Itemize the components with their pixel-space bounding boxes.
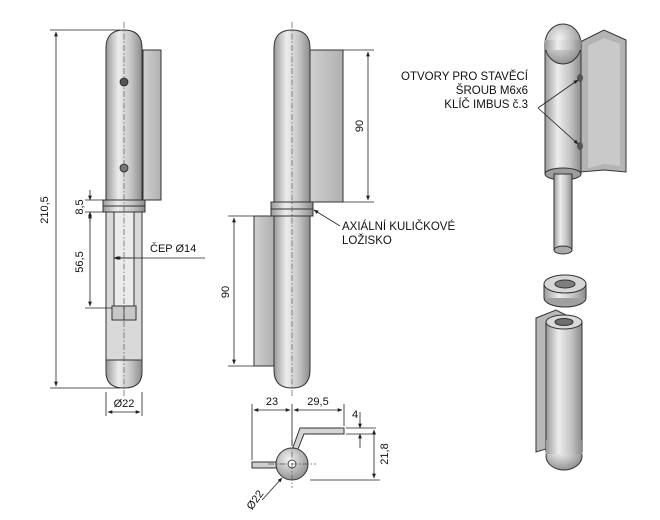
dimension-lines-view1 <box>50 29 205 416</box>
plan-width-2-label: 29,5 <box>307 396 328 408</box>
plan-dia-label: Ø22 <box>245 488 267 512</box>
holes-note-line3: KLÍČ IMBUS č.3 <box>444 98 528 111</box>
leaf-height-top-label: 90 <box>354 120 366 132</box>
holes-note-line2: ŠROUB M6x6 <box>456 84 528 97</box>
total-height-label: 210,5 <box>39 196 51 224</box>
pin-dia-label: ČEP Ø14 <box>150 242 196 255</box>
leaf-height-bottom-label: 90 <box>220 286 232 298</box>
bearing-note-line1: AXIÁLNÍ KULIČKOVÉ <box>342 220 455 233</box>
pin-length-label: 56,5 <box>74 251 86 272</box>
dimension-lines-view2 <box>228 49 374 367</box>
upper-gap-label: 8,5 <box>74 199 86 214</box>
isometric-view <box>535 23 627 471</box>
plan-thickness-label: 4 <box>352 409 358 421</box>
bearing-note-line2: LOŽISKO <box>342 234 392 247</box>
front-elevation-view <box>253 22 344 396</box>
plan-view <box>251 427 345 488</box>
plan-height-label: 21,8 <box>379 443 391 464</box>
body-dia-label: Ø22 <box>114 398 135 410</box>
plan-width-1-label: 23 <box>266 396 278 408</box>
dimension-lines-plan <box>251 404 380 501</box>
holes-leader-lines <box>537 79 579 145</box>
front-section-view <box>102 22 162 396</box>
holes-note-line1: OTVORY PRO STAVĚCÍ <box>401 70 529 83</box>
